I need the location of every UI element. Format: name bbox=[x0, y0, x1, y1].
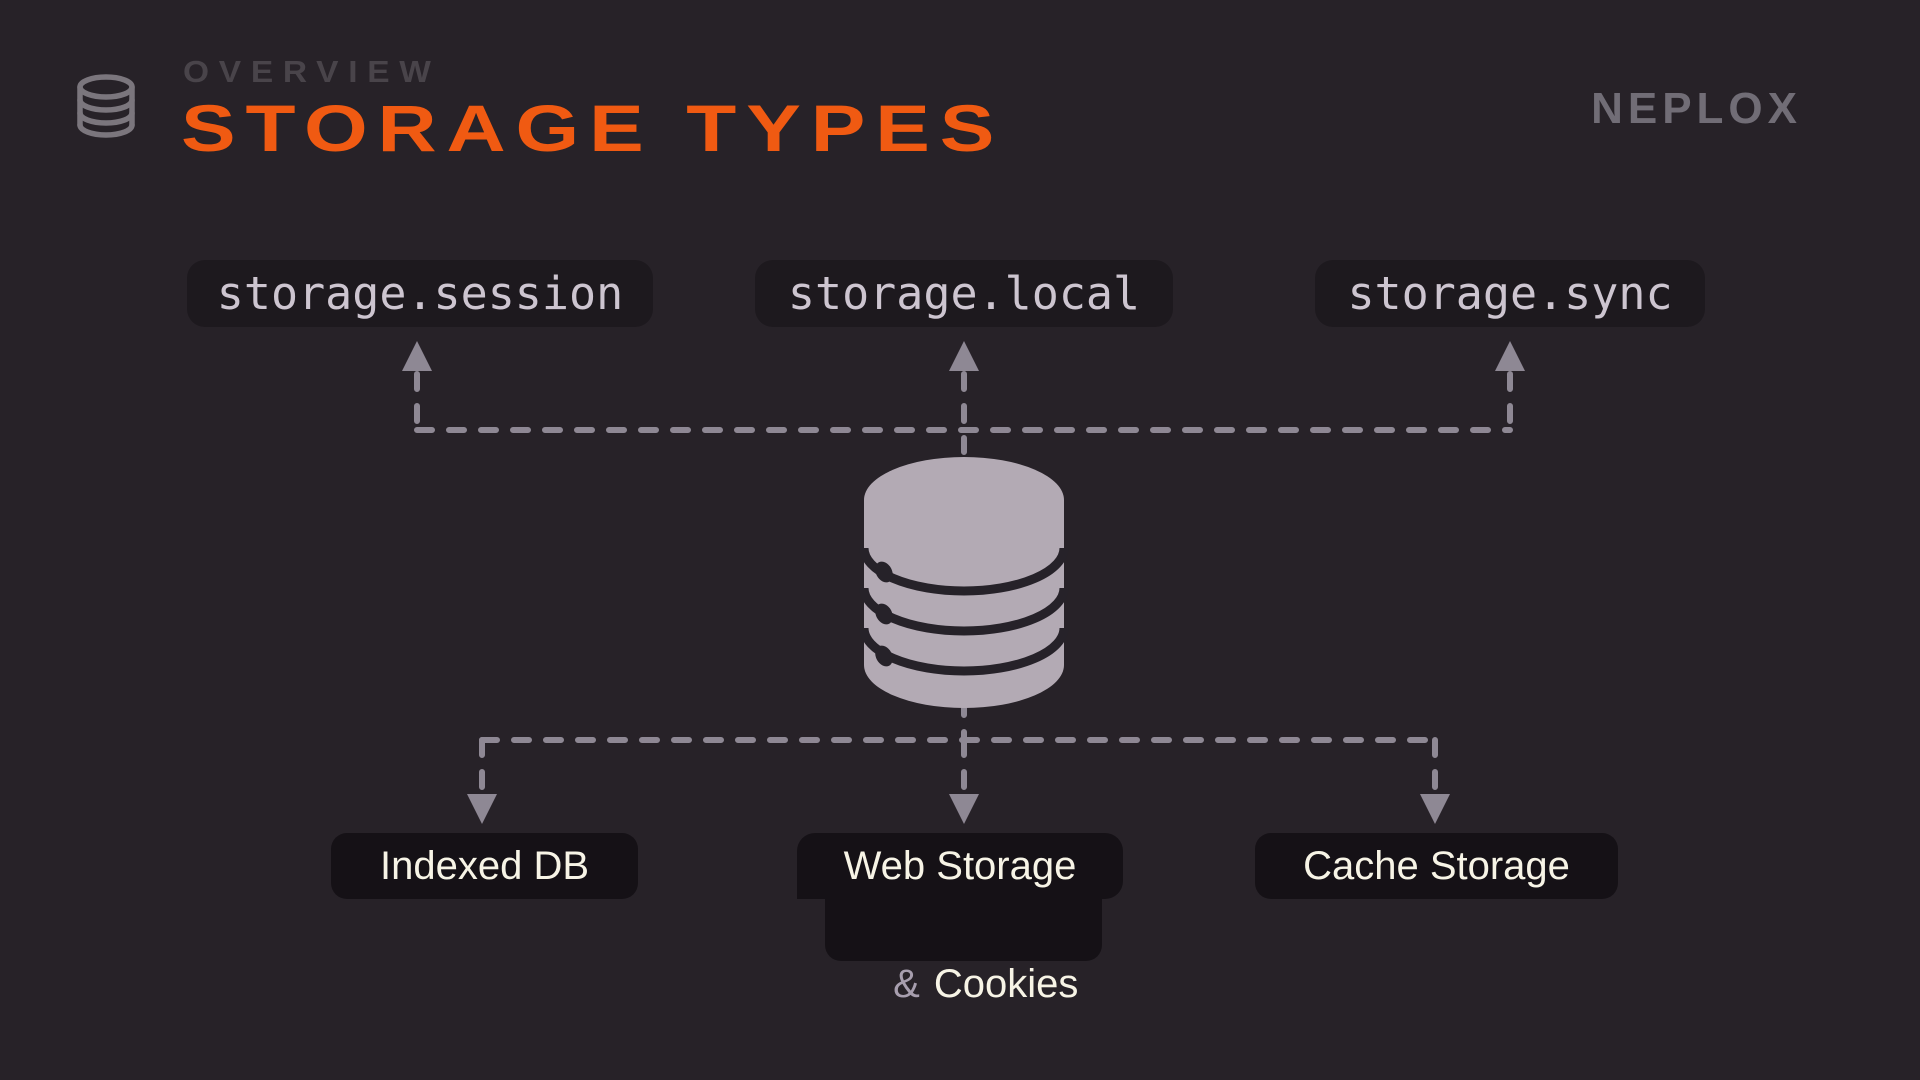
asterisk-icon-web-storage bbox=[748, 805, 812, 875]
arrowhead-up-local bbox=[949, 341, 979, 371]
database-icon bbox=[859, 457, 1069, 708]
arrowhead-down-indexeddb bbox=[467, 794, 497, 824]
arrowhead-up-session bbox=[402, 341, 432, 371]
database-body bbox=[864, 457, 1064, 708]
asterisk-icon-indexed-db bbox=[287, 805, 351, 875]
node-web-storage-line1: Web Storage bbox=[797, 833, 1123, 899]
node-cache-storage: Cache Storage bbox=[1255, 833, 1618, 899]
node-web-storage-line2: &Cookies bbox=[825, 897, 1102, 1006]
slide-eyebrow: OVERVIEW bbox=[183, 54, 441, 89]
node-indexed-db: Indexed DB bbox=[331, 833, 638, 899]
dashed-connector-lines bbox=[414, 371, 1513, 797]
database-bands bbox=[859, 547, 1069, 676]
slide-title: STORAGE TYPES bbox=[181, 91, 1005, 165]
node-storage-session: storage.session bbox=[187, 260, 653, 327]
arrowhead-up-sync bbox=[1495, 341, 1525, 371]
cookies-text: Cookies bbox=[933, 962, 1079, 1006]
ampersand-text: & bbox=[893, 962, 920, 1006]
node-storage-sync: storage.sync bbox=[1315, 260, 1705, 327]
database-dots bbox=[875, 561, 893, 667]
arrowheads bbox=[402, 341, 1525, 824]
arrowhead-down-cache bbox=[1420, 794, 1450, 824]
node-storage-local: storage.local bbox=[755, 260, 1173, 327]
brand-logo: NEPLOX bbox=[1591, 84, 1802, 133]
database-outline-icon bbox=[77, 74, 135, 138]
arrowhead-down-webstorage bbox=[949, 794, 979, 824]
